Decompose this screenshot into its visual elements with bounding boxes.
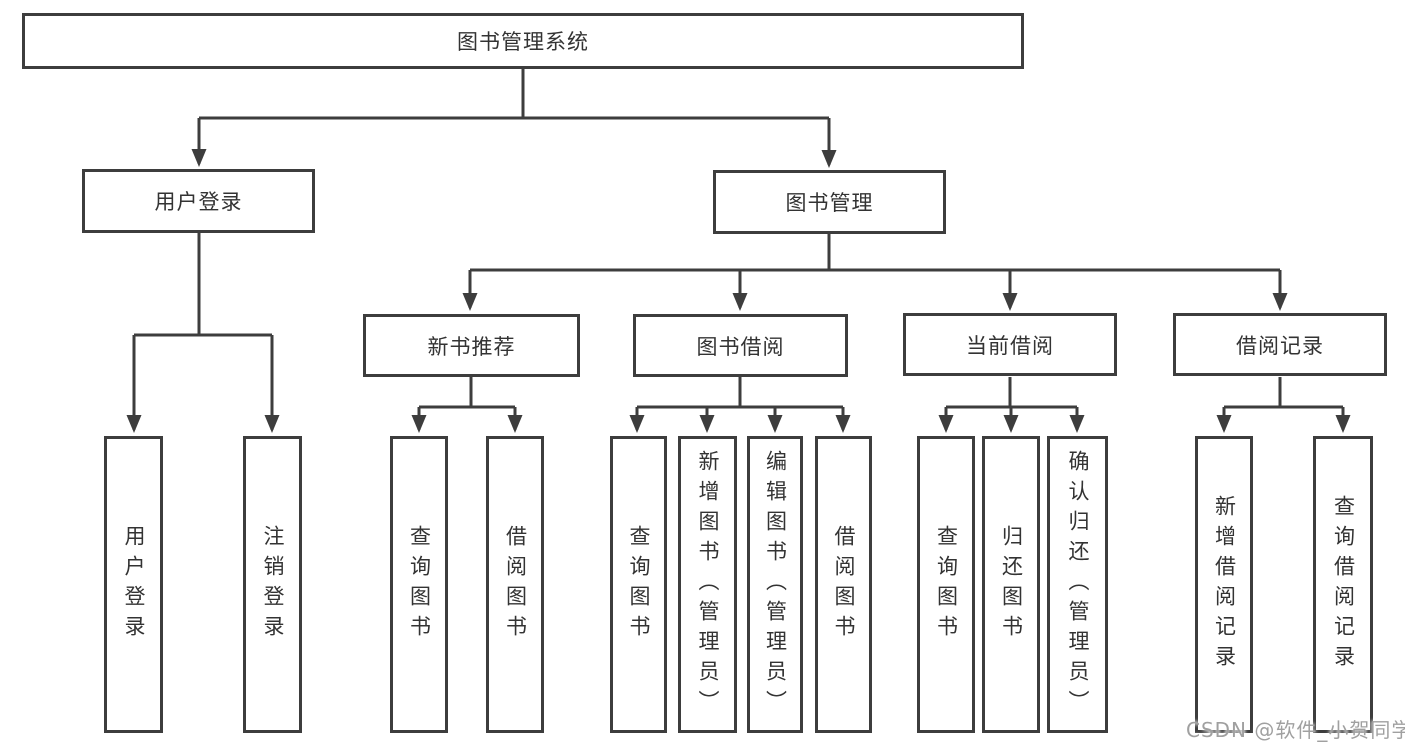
leaf-add-borrow-record-label: 新增借阅记录 — [1212, 494, 1237, 675]
leaf-logout: 注销登录 — [243, 436, 302, 733]
edge-new-book-recommend-to-leaves — [411, 377, 523, 433]
leaf-borrow-books-2: 借阅图书 — [815, 436, 872, 733]
leaf-user-login-label: 用户登录 — [122, 524, 146, 645]
leaf-edit-book-admin-label: 编辑图书（管理员） — [763, 449, 788, 720]
leaf-query-books-1: 查询图书 — [390, 436, 448, 733]
leaf-query-books-2-label: 查询图书 — [627, 524, 651, 645]
node-current-borrow-label: 当前借阅 — [966, 333, 1054, 358]
leaf-logout-label: 注销登录 — [261, 524, 285, 645]
leaf-add-borrow-record: 新增借阅记录 — [1195, 436, 1253, 733]
leaf-query-books-1-label: 查询图书 — [407, 524, 432, 645]
leaf-borrow-books-1-label: 借阅图书 — [503, 524, 528, 645]
leaf-query-borrow-record-label: 查询借阅记录 — [1331, 494, 1356, 675]
leaf-query-books-3: 查询图书 — [917, 436, 975, 733]
node-book-borrow: 图书借阅 — [633, 314, 848, 377]
edge-book-management-to-level3 — [462, 234, 1288, 311]
leaf-return-book: 归还图书 — [982, 436, 1040, 733]
leaf-user-login: 用户登录 — [104, 436, 163, 733]
node-root-system-label: 图书管理系统 — [457, 30, 589, 54]
node-user-login: 用户登录 — [82, 169, 315, 233]
leaf-return-book-label: 归还图书 — [999, 524, 1024, 645]
node-root-system: 图书管理系统 — [22, 13, 1024, 69]
leaf-confirm-return-admin-label: 确认归还（管理员） — [1066, 449, 1090, 720]
node-book-borrow-label: 图书借阅 — [696, 334, 785, 359]
leaf-query-books-3-label: 查询图书 — [934, 524, 959, 645]
node-new-book-recommend-label: 新书推荐 — [427, 334, 516, 359]
edge-borrow-records-to-leaves — [1216, 377, 1351, 433]
node-user-login-label: 用户登录 — [154, 190, 243, 214]
csdn-watermark: CSDN @软件_小贺同学 — [1186, 718, 1405, 742]
node-book-management-label: 图书管理 — [785, 191, 874, 215]
node-current-borrow: 当前借阅 — [903, 313, 1117, 376]
edge-user-login-to-leaves — [126, 233, 280, 433]
leaf-query-borrow-record: 查询借阅记录 — [1313, 436, 1373, 733]
leaf-add-book-admin-label: 新增图书（管理员） — [696, 449, 720, 720]
node-borrow-records-label: 借阅记录 — [1236, 333, 1324, 358]
leaf-borrow-books-2-label: 借阅图书 — [832, 524, 856, 645]
node-new-book-recommend: 新书推荐 — [363, 314, 580, 377]
node-book-management: 图书管理 — [713, 170, 946, 234]
leaf-query-books-2: 查询图书 — [610, 436, 667, 733]
leaf-confirm-return-admin: 确认归还（管理员） — [1047, 436, 1108, 733]
edge-current-borrow-to-leaves — [938, 377, 1085, 433]
edge-book-borrow-to-leaves — [629, 377, 851, 433]
edge-root-to-level2 — [191, 69, 837, 168]
leaf-add-book-admin: 新增图书（管理员） — [678, 436, 737, 733]
node-borrow-records: 借阅记录 — [1173, 313, 1387, 376]
leaf-borrow-books-1: 借阅图书 — [486, 436, 544, 733]
leaf-edit-book-admin: 编辑图书（管理员） — [747, 436, 803, 733]
